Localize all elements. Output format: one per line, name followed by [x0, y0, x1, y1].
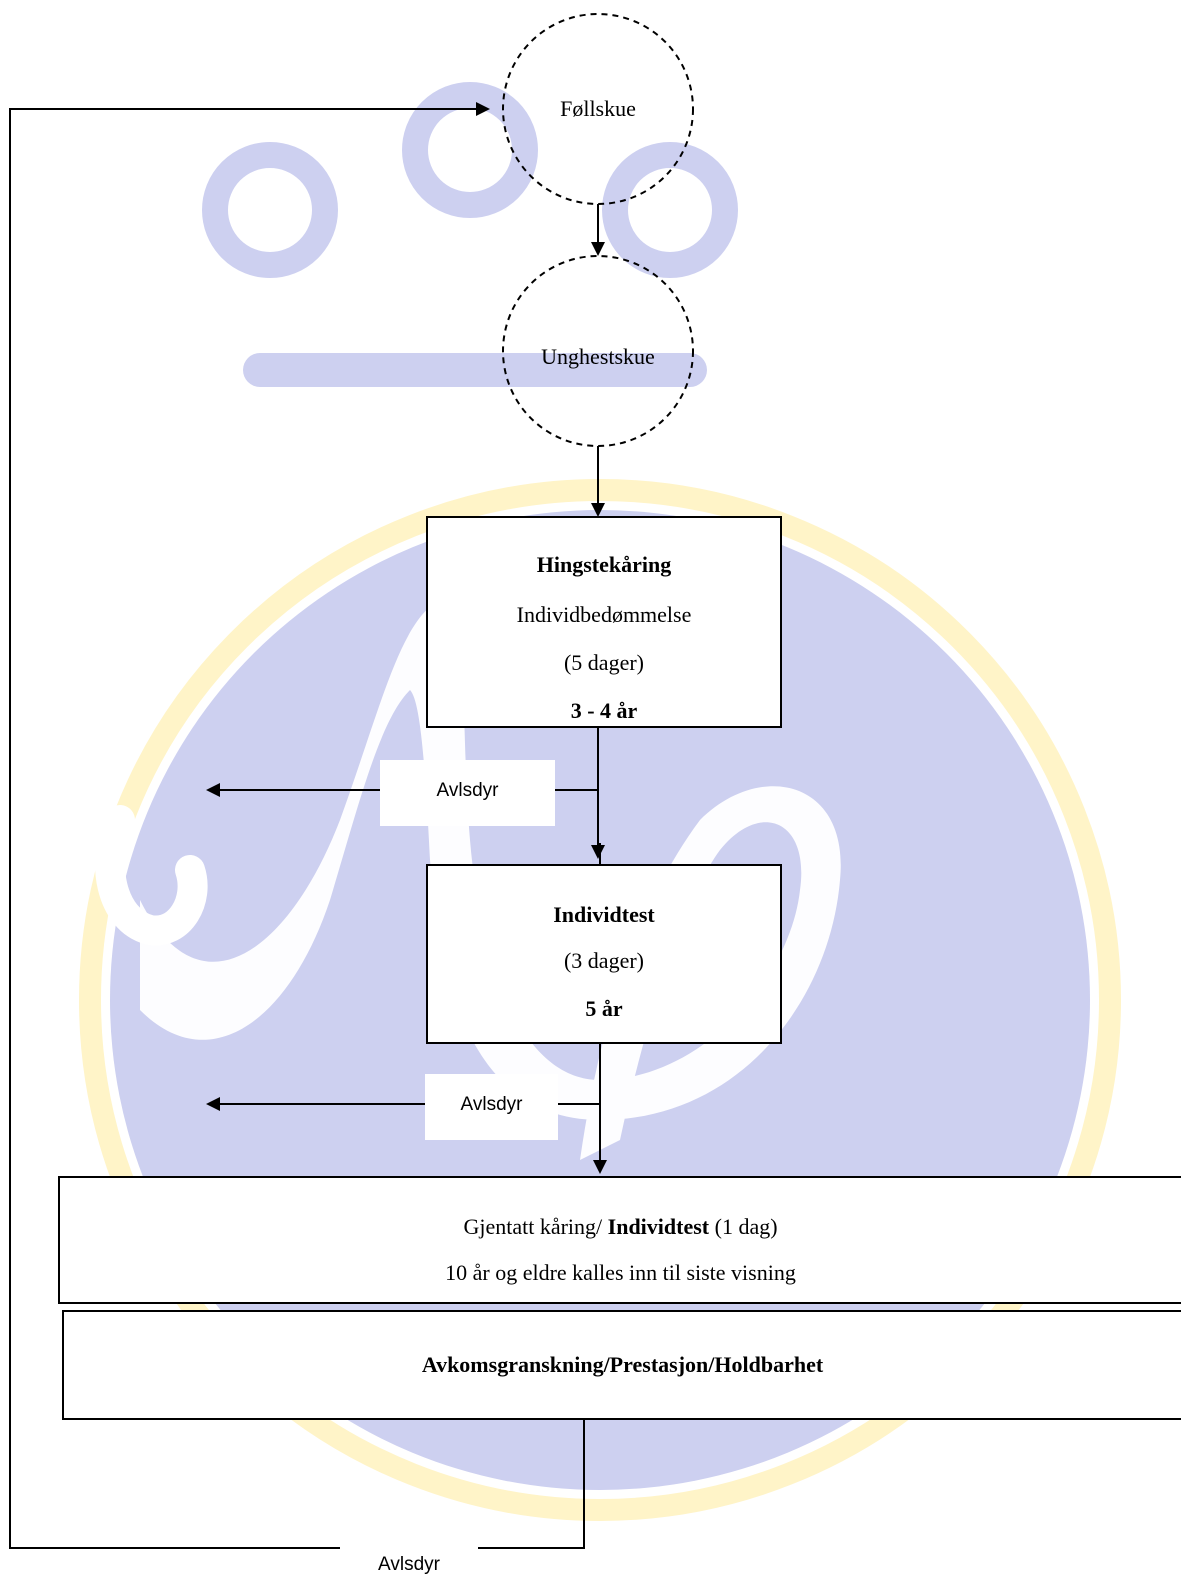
watermark-letter-hook — [95, 805, 208, 946]
watermark-dot-left — [202, 142, 338, 278]
gjentatt-box: Gjentatt kåring/ Individtest (1 dag) 10 … — [58, 1176, 1181, 1304]
feedback-loop-line — [478, 1420, 585, 1549]
hingstekaring-box: Hingstekåring Individbedømmelse (5 dager… — [426, 516, 782, 728]
unghestskue-label: Unghestskue — [541, 344, 655, 369]
individtest-age: 5 år — [585, 996, 623, 1021]
avlsdyr-label-1: Avlsdyr — [380, 760, 555, 826]
feedback-loop-line-left — [9, 102, 490, 1549]
avkom-label: Avkomsgranskning/Prestasjon/Holdbarhet — [421, 1352, 824, 1377]
hingstekaring-line2: (5 dager) — [563, 650, 644, 675]
gjentatt-line1: Gjentatt kåring/ Individtest (1 dag) — [60, 1216, 1181, 1238]
hingstekaring-title: Hingstekåring — [536, 552, 672, 577]
individtest-box: Individtest (3 dager) 5 år — [426, 864, 782, 1044]
avlsdyr-label-3: Avlsdyr — [340, 1548, 478, 1581]
individtest-line1: (3 dager) — [563, 948, 644, 973]
gjentatt-prefix: Gjentatt kåring/ — [463, 1214, 608, 1239]
gjentatt-line2: 10 år og eldre kalles inn til siste visn… — [445, 1260, 796, 1285]
individtest-title: Individtest — [553, 902, 655, 927]
watermark-dot-middle — [402, 82, 538, 218]
watermark-ring-gold — [79, 479, 1121, 1521]
follskue-label: Føllskue — [560, 96, 636, 121]
watermark-dot-right — [602, 142, 738, 278]
avkom-box: Avkomsgranskning/Prestasjon/Holdbarhet — [62, 1310, 1181, 1420]
hingstekaring-line1: Individbedømmelse — [516, 602, 692, 627]
gjentatt-suffix: (1 dag) — [709, 1214, 778, 1239]
gjentatt-bold: Individtest — [607, 1214, 710, 1239]
avlsdyr-label-2: Avlsdyr — [425, 1074, 558, 1140]
hingstekaring-age: 3 - 4 år — [570, 698, 638, 723]
